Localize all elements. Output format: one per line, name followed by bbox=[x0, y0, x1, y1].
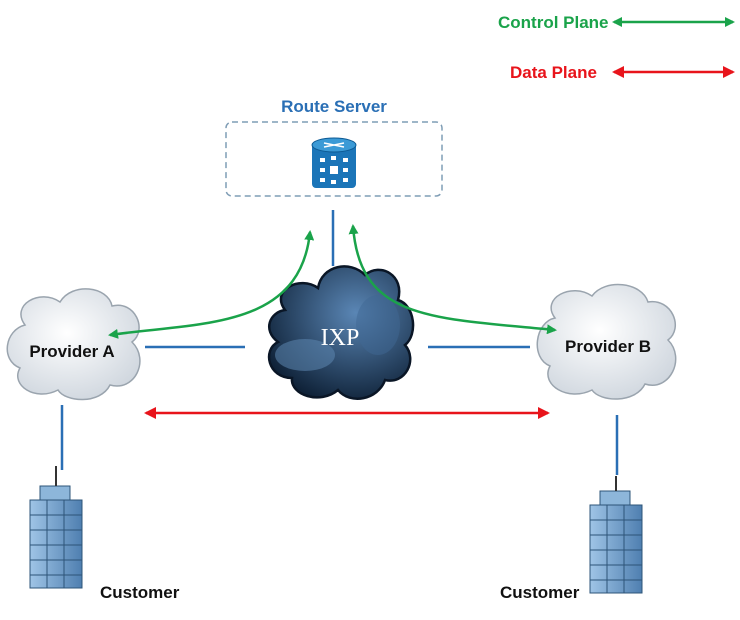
provider-b-label: Provider B bbox=[565, 337, 651, 356]
legend-control-plane-label: Control Plane bbox=[498, 13, 609, 32]
control-plane-arrow-provider-b bbox=[348, 224, 557, 335]
provider-b-cloud: Provider B bbox=[536, 283, 677, 400]
ixp-label: IXP bbox=[321, 325, 360, 351]
customer-building-icon bbox=[589, 476, 643, 594]
provider-a-cloud: Provider A bbox=[6, 288, 141, 401]
route-server-label: Route Server bbox=[281, 97, 387, 116]
customer-b-label: Customer bbox=[500, 583, 580, 602]
customer-a-label: Customer bbox=[100, 583, 180, 602]
provider-a-label: Provider A bbox=[29, 342, 114, 361]
route-server-box bbox=[225, 121, 443, 197]
ixp-cloud: IXP bbox=[267, 265, 415, 400]
legend-data-plane-label: Data Plane bbox=[510, 63, 597, 82]
route-server-icon bbox=[311, 137, 357, 188]
customer-building-icon bbox=[29, 466, 83, 589]
control-plane-arrow-provider-a bbox=[108, 230, 315, 339]
